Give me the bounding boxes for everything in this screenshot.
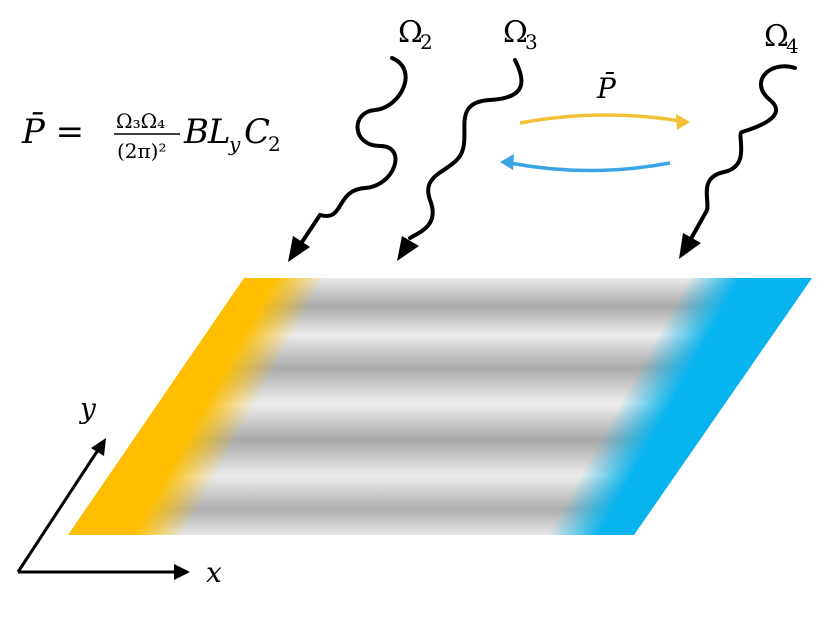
pumping-backward-arrow [500,154,671,173]
beam-omega-4 [679,64,797,259]
formula-L-subscript: y [228,132,241,156]
omega-2-subscript: 2 [420,30,433,54]
omega-3-symbol: Ω [503,15,528,50]
label-omega-4: Ω 4 [764,19,799,58]
pumping-forward-arrow [519,113,690,130]
beam-omega-2 [288,56,408,262]
beam-omega-3 [397,58,524,261]
omega-2-symbol: Ω [398,15,423,50]
x-axis-label: x [206,556,222,589]
formula-numerator: Ω₃Ω₄ [116,109,165,133]
x-axis-arrowhead [174,564,190,580]
formula-B: B [183,112,209,152]
formula-C: C [244,112,270,152]
label-omega-3: Ω 3 [503,15,538,54]
pumping-formula: P̄ = Ω₃Ω₄ (2π)² B L y C 2 [21,109,281,163]
sample-slab [68,278,812,535]
formula-denominator: (2π)² [117,139,167,163]
blue-edge-band [68,278,812,535]
formula-lhs: P̄ = [21,111,84,152]
y-axis-label: y [78,392,97,425]
omega-4-subscript: 4 [786,34,799,58]
formula-L: L [207,112,231,152]
coordinate-axes: x y [16,392,222,589]
label-omega-2: Ω 2 [398,15,433,54]
y-axis-arrowhead [91,438,106,456]
pumping-label: P̄ [596,71,617,105]
y-axis-line [16,449,100,573]
omega-4-symbol: Ω [764,19,789,54]
formula-C-subscript: 2 [268,132,281,156]
omega-3-subscript: 3 [525,30,538,54]
